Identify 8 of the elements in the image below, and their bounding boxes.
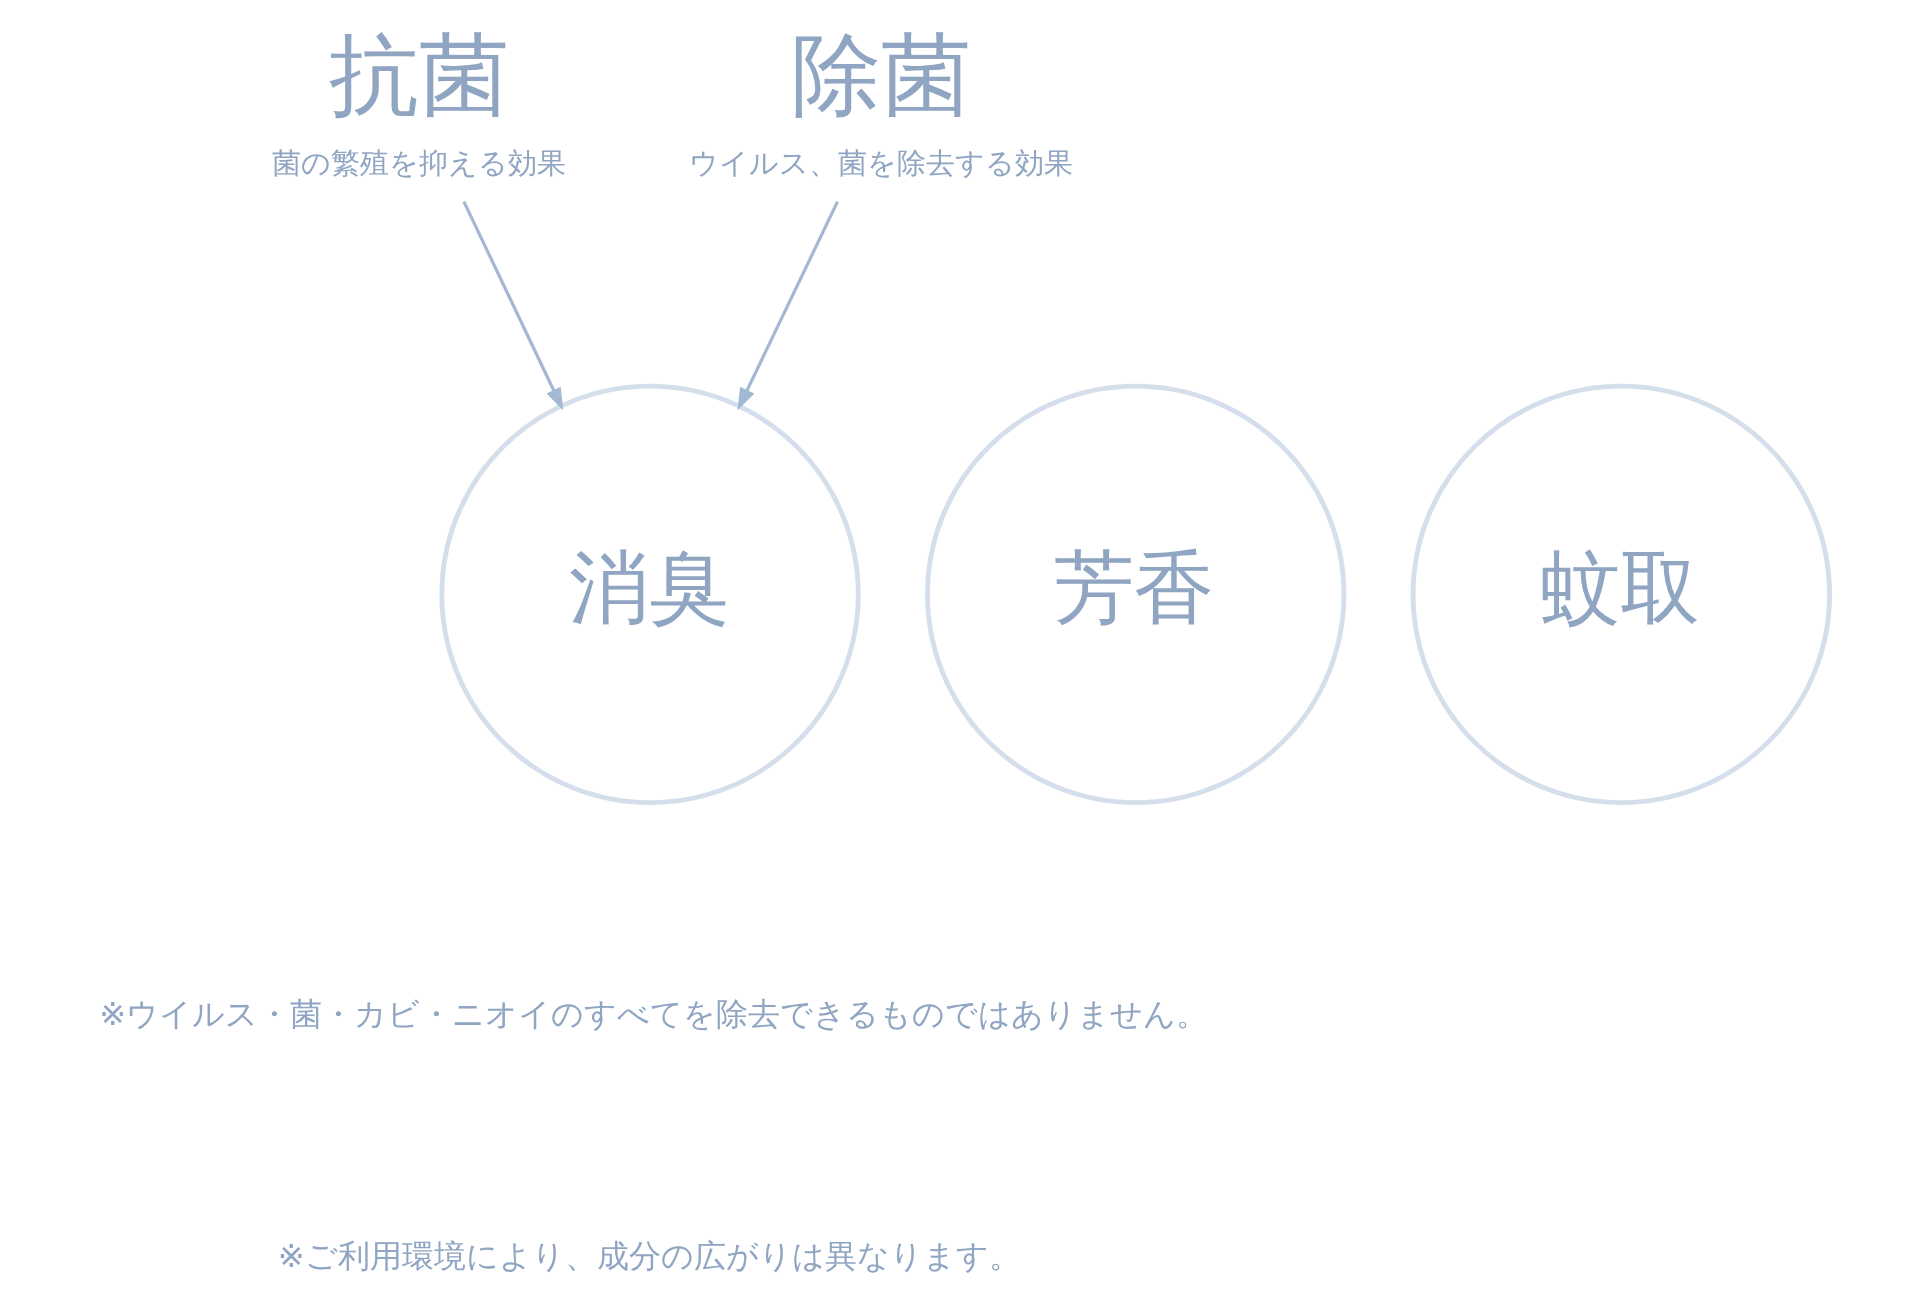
label: ※ご利用環境により、成分の広がりは異なります。 — [277, 1237, 1021, 1276]
node-circle: 芳香 — [924, 383, 1346, 806]
node-text: 除菌 ウイルス、菌を除去する効果 — [688, 22, 1073, 180]
arrow — [461, 200, 563, 411]
arrow — [736, 200, 839, 411]
label: ※ウイルス・菌・カビ・ニオイのすべてを除去できるものではありません。 — [98, 994, 1208, 1033]
node-circle: 蚊取 — [1410, 383, 1832, 806]
node-text: 抗菌 菌の繁殖を抑える効果 — [271, 22, 566, 180]
